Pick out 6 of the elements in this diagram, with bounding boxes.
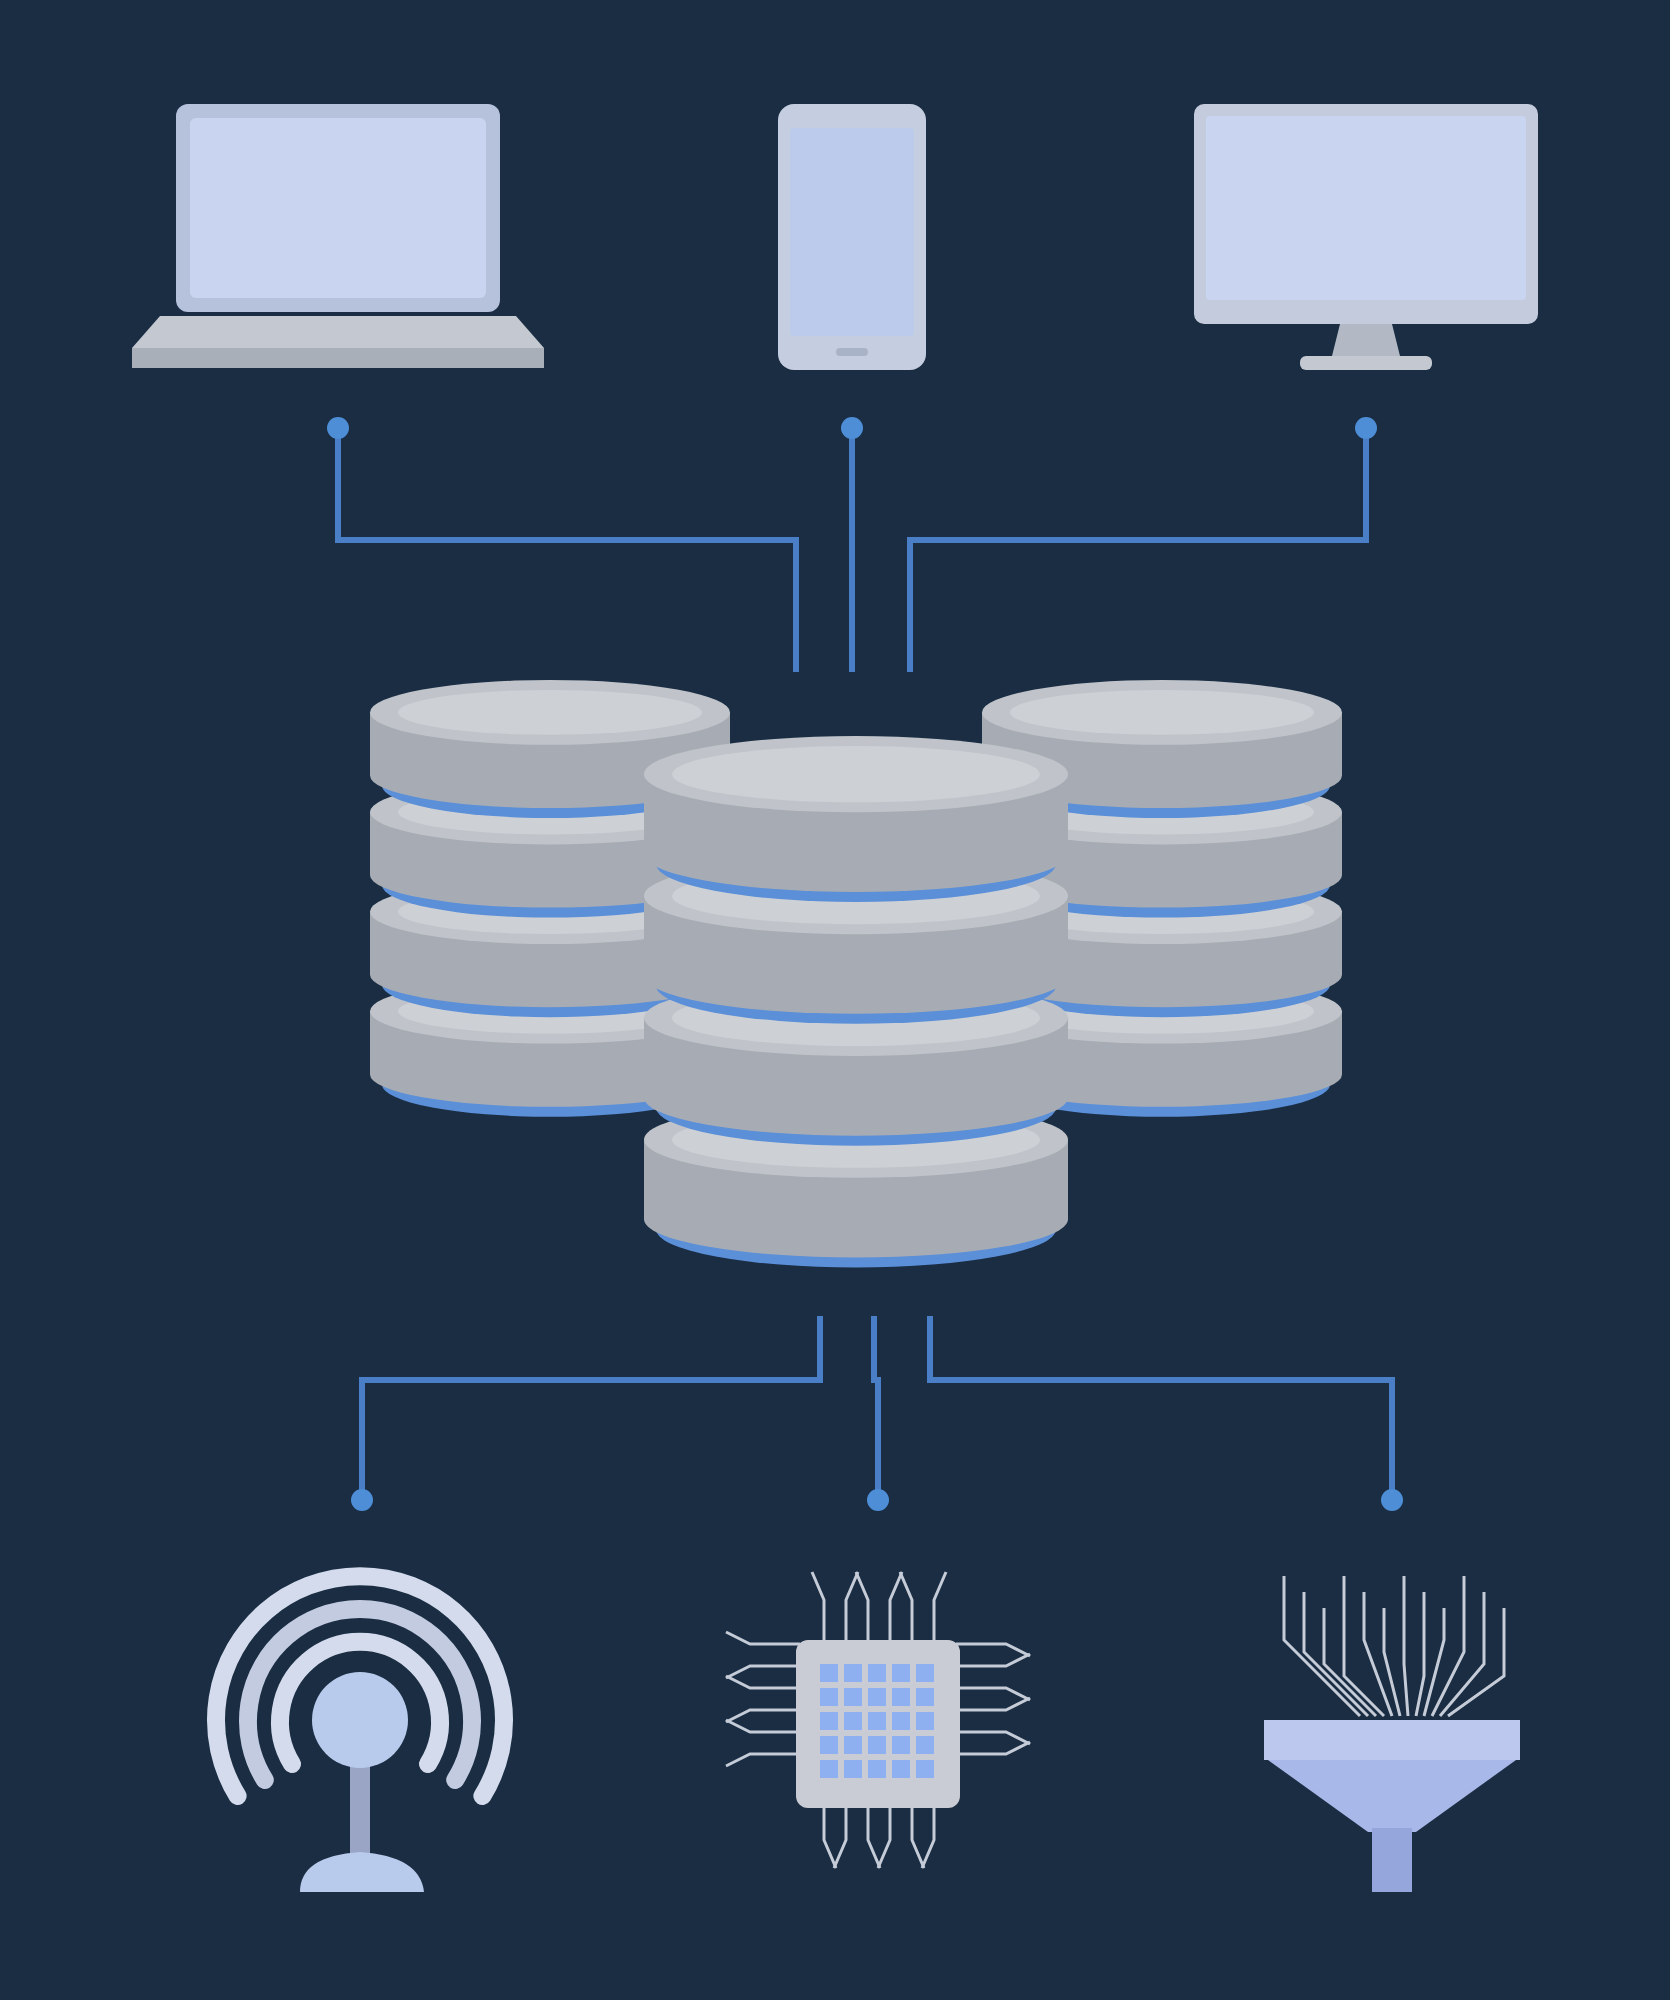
connector-line — [907, 417, 1377, 672]
connector-line — [327, 417, 799, 672]
connector-line — [841, 417, 863, 672]
connector-line — [351, 1316, 823, 1511]
connector-line — [867, 1316, 889, 1511]
connector-line — [927, 1316, 1403, 1511]
